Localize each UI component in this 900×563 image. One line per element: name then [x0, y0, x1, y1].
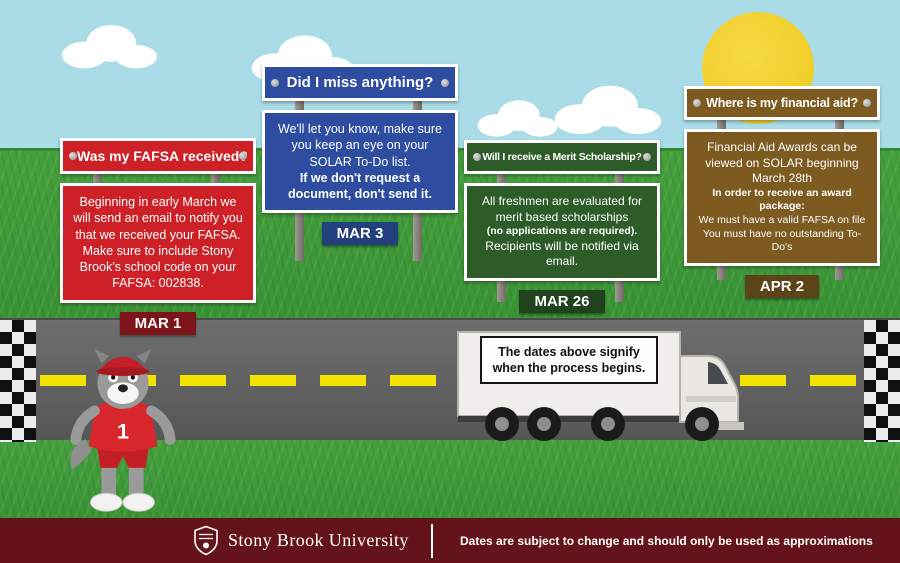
bolt-icon: [473, 153, 481, 161]
checkered-flag-right: [864, 320, 900, 442]
sign-answer-segment: We'll let you know, make sure you keep a…: [277, 122, 443, 169]
bolt-icon: [441, 78, 449, 87]
sign-group-miss-anything: Did I miss anything? We'll let you know,…: [262, 64, 458, 261]
sign-question-label: Will I receive a Merit Scholarship?: [482, 151, 642, 163]
sign-question-label: Where is my financial aid?: [706, 96, 858, 110]
truck-wheels: [485, 407, 719, 441]
cloud-icon: [477, 100, 558, 137]
date-badge: MAR 3: [321, 222, 399, 246]
sign-question: Where is my financial aid?: [684, 86, 880, 120]
date-badge: MAR 1: [119, 311, 197, 335]
truck-message: The dates above signify when the process…: [492, 344, 646, 375]
sign-answer: Financial Aid Awards can be viewed on SO…: [684, 129, 880, 266]
sign-question: Did I miss anything?: [262, 64, 458, 101]
sign-answer-segment: You must have no outstanding To-Do's: [702, 227, 862, 254]
sign-group-fafsa-received: Was my FAFSA received? Beginning in earl…: [60, 138, 256, 335]
stony-brook-shield-icon: [194, 525, 218, 556]
sign-answer-segment: If we don't request a document, don't se…: [288, 170, 432, 201]
university-name: Stony Brook University: [228, 530, 409, 550]
sign-answer-segment: (no applications are required).: [486, 225, 638, 238]
cloud-icon: [554, 85, 662, 135]
jersey-number: 1: [117, 418, 129, 443]
sign-question-label: Did I miss anything?: [286, 74, 434, 91]
footer-bar: Stony Brook University Dates are subject…: [0, 518, 900, 563]
wolfie-mascot: 1: [70, 348, 176, 512]
truck: The dates above signify when the process…: [450, 326, 750, 444]
bolt-icon: [271, 78, 279, 87]
bolt-icon: [863, 99, 871, 107]
disclaimer-text: Dates are subject to change and should o…: [460, 533, 873, 548]
road-center-line: [40, 375, 860, 386]
sign-group-merit-scholarship: Will I receive a Merit Scholarship? All …: [464, 140, 660, 314]
sign-answer-segment: All freshmen are evaluated for merit bas…: [481, 194, 643, 224]
sign-answer: All freshmen are evaluated for merit bas…: [464, 183, 660, 282]
sign-group-financial-aid: Where is my financial aid? Financial Aid…: [684, 86, 880, 298]
truck-message-panel: The dates above signify when the process…: [480, 336, 658, 384]
date-badge: APR 2: [744, 274, 820, 298]
sign-answer-segment: In order to receive an award package:: [712, 186, 852, 213]
footer-divider: [430, 523, 433, 558]
bolt-icon: [643, 153, 651, 161]
date-badge: MAR 26: [519, 290, 605, 314]
sign-question: Was my FAFSA received?: [60, 138, 256, 174]
sign-answer-segment: Recipients will be notified via email.: [485, 238, 639, 269]
sign-question-label: Was my FAFSA received?: [77, 148, 248, 164]
truck-windshield: [708, 362, 728, 384]
sign-answer-segment: Beginning in early March we will send an…: [73, 195, 243, 291]
checkered-flag-left: [0, 320, 36, 442]
sign-answer: Beginning in early March we will send an…: [60, 183, 256, 303]
cloud-icon: [62, 25, 157, 69]
sign-answer-segment: We must have a valid FAFSA on file: [698, 214, 866, 227]
sign-answer-segment: Financial Aid Awards can be viewed on SO…: [705, 140, 859, 186]
bolt-icon: [239, 152, 247, 160]
sign-question: Will I receive a Merit Scholarship?: [464, 140, 660, 174]
bolt-icon: [69, 152, 77, 160]
bolt-icon: [693, 99, 701, 107]
sign-answer: We'll let you know, make sure you keep a…: [262, 110, 458, 214]
